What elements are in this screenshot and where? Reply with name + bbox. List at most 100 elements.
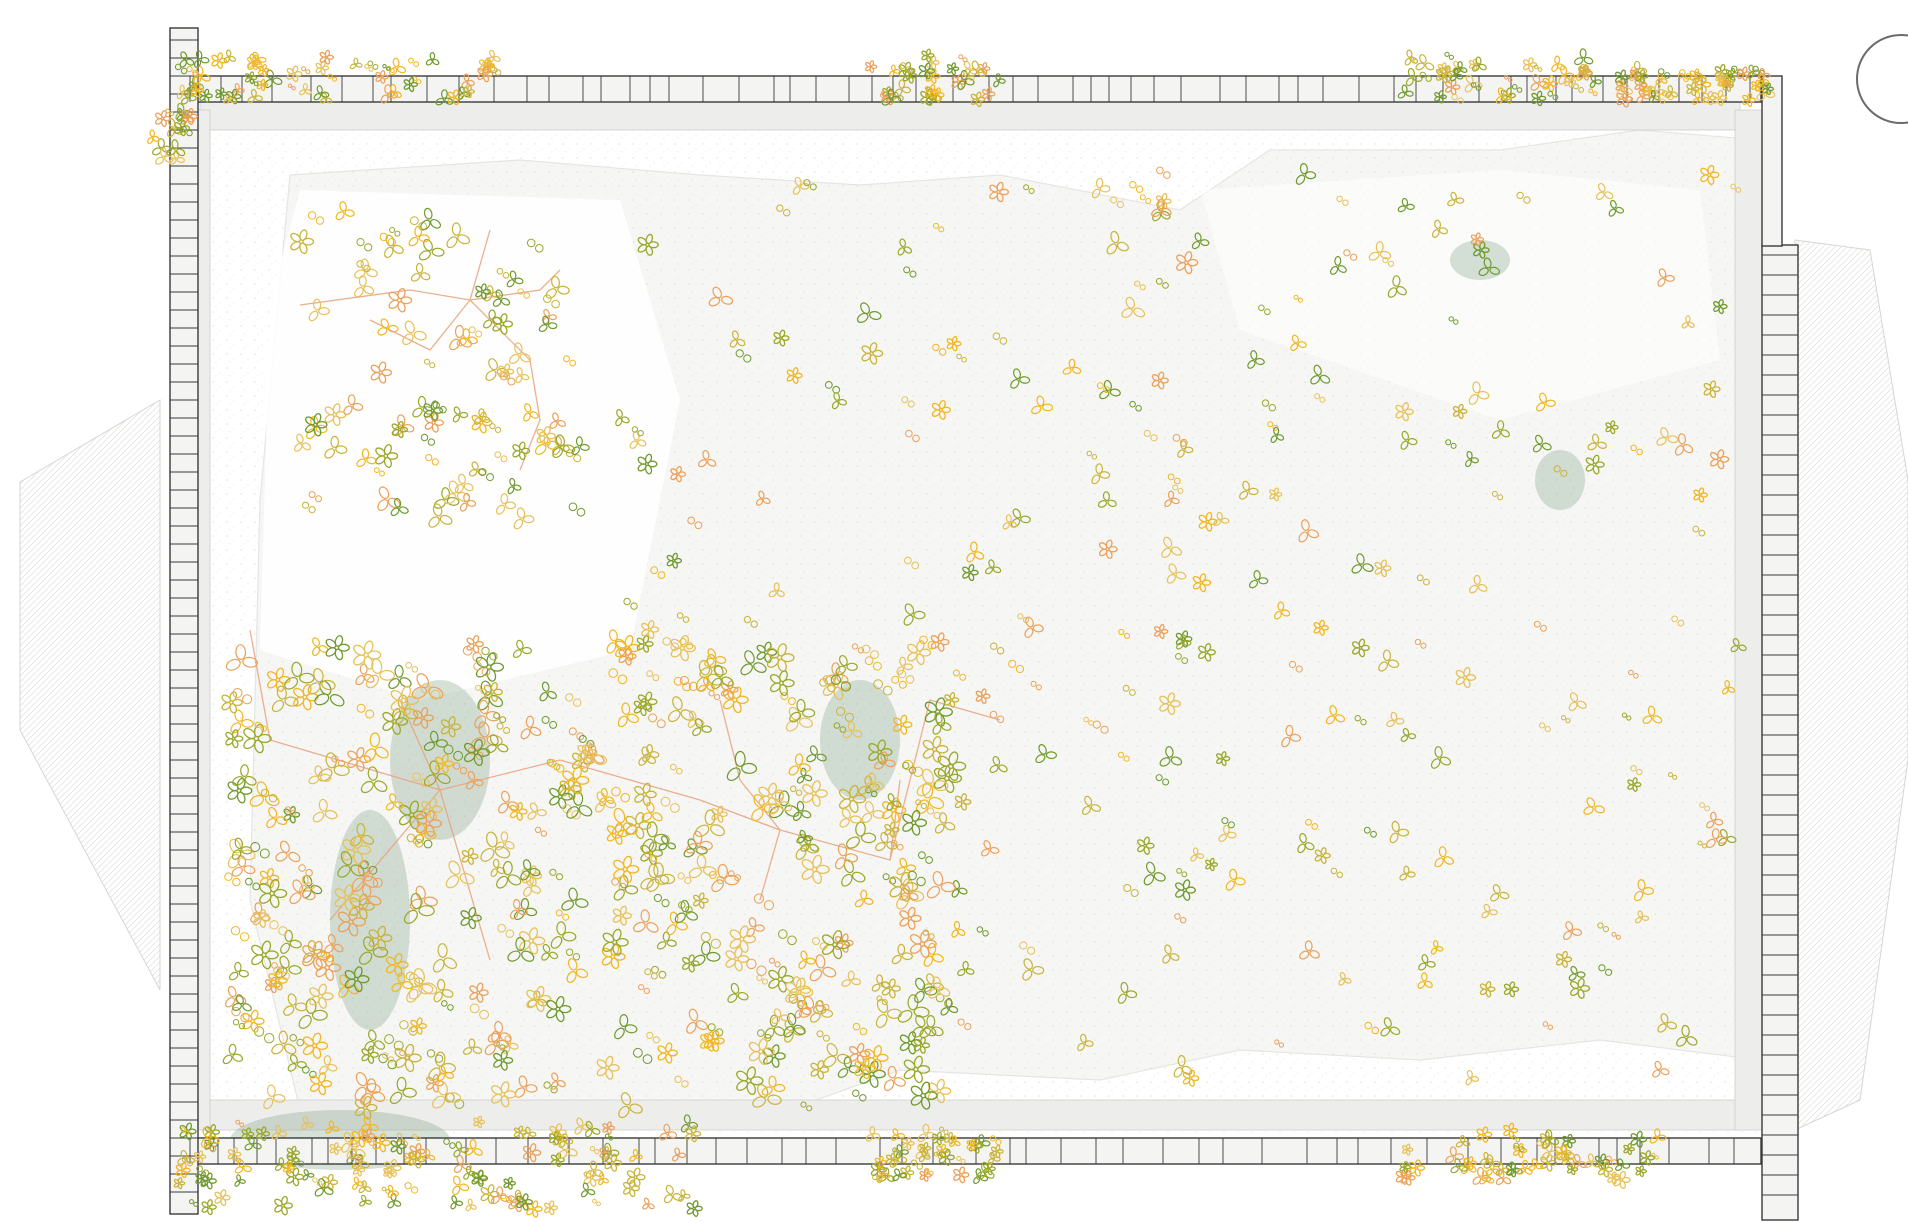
leaf-cluster-icon bbox=[1297, 832, 1315, 854]
flower-icon bbox=[460, 906, 482, 930]
seedling-icon bbox=[927, 807, 941, 820]
flower-icon bbox=[1216, 751, 1231, 767]
leaf-cluster-icon bbox=[1225, 868, 1246, 891]
flower-icon bbox=[221, 691, 243, 714]
leaf-cluster-icon bbox=[919, 1015, 944, 1039]
leaf-cluster-icon bbox=[658, 835, 677, 851]
flower-icon bbox=[670, 635, 696, 662]
ruin-elevation-right bbox=[1794, 239, 1908, 1131]
leaf-cluster-icon bbox=[222, 1043, 244, 1065]
leaf-cluster-icon bbox=[891, 943, 913, 965]
leaf-cluster-icon bbox=[314, 680, 345, 707]
leaf-cluster-icon bbox=[509, 342, 531, 365]
flower-icon bbox=[725, 946, 750, 972]
seedling-icon bbox=[1553, 465, 1568, 477]
seedling-icon bbox=[915, 799, 928, 810]
leaf-cluster-icon bbox=[480, 831, 511, 862]
leaf-cluster-icon bbox=[1491, 420, 1510, 439]
flower-icon bbox=[637, 691, 658, 713]
flower-icon bbox=[309, 1072, 333, 1096]
flower-icon bbox=[933, 763, 963, 794]
flower-icon bbox=[325, 635, 350, 661]
seedling-icon bbox=[903, 266, 917, 278]
seedling-icon bbox=[932, 343, 947, 356]
flower-icon bbox=[711, 805, 728, 823]
leaf-cluster-icon bbox=[883, 1065, 906, 1092]
leaf-cluster-icon bbox=[365, 658, 395, 689]
flower-icon bbox=[483, 681, 503, 702]
leaf-cluster-icon bbox=[512, 639, 532, 659]
leaf-cluster-icon bbox=[1239, 480, 1259, 500]
leaf-cluster-icon bbox=[642, 744, 660, 763]
flower-icon bbox=[1137, 836, 1155, 855]
leaf-cluster-icon bbox=[1378, 649, 1400, 672]
seedling-icon bbox=[644, 851, 658, 862]
seedling-icon bbox=[541, 715, 558, 729]
leaf-cluster-icon bbox=[1465, 1069, 1480, 1086]
seedling-icon bbox=[819, 678, 836, 693]
seedling-icon bbox=[905, 429, 920, 443]
leaf-cluster-icon bbox=[271, 685, 299, 713]
flower-icon bbox=[388, 288, 413, 313]
seedling-icon bbox=[768, 957, 781, 968]
leaf-cluster-icon bbox=[694, 809, 725, 838]
leaf-cluster-icon bbox=[264, 69, 283, 89]
leaf-cluster-icon bbox=[1218, 824, 1237, 842]
leaf-cluster-icon bbox=[1295, 163, 1317, 185]
ground-texture bbox=[180, 100, 1761, 1140]
seedling-icon bbox=[1533, 620, 1547, 632]
seedling-icon bbox=[776, 204, 791, 217]
leaf-cluster-icon bbox=[692, 941, 721, 966]
leaf-cluster-icon bbox=[1081, 795, 1102, 816]
seedling-icon bbox=[1118, 628, 1131, 639]
leaf-cluster-icon bbox=[1536, 392, 1556, 412]
leaf-cluster-icon bbox=[294, 433, 312, 452]
flower-icon bbox=[259, 878, 288, 909]
seedling-icon bbox=[904, 556, 920, 570]
leaf-cluster-icon bbox=[698, 676, 716, 693]
leaf-cluster-icon bbox=[1022, 958, 1045, 981]
seedling-icon bbox=[1354, 715, 1367, 726]
flower-icon bbox=[1585, 454, 1605, 475]
flower-icon bbox=[953, 1166, 970, 1184]
seedling-icon bbox=[382, 1052, 395, 1063]
leaf-cluster-icon bbox=[1681, 315, 1695, 329]
leaf-cluster-icon bbox=[552, 434, 576, 459]
flower-icon bbox=[1205, 857, 1219, 872]
seedling-icon bbox=[674, 1075, 689, 1088]
seedling-icon bbox=[250, 842, 270, 859]
leaf-cluster-icon bbox=[842, 720, 863, 739]
flower-icon bbox=[930, 632, 950, 652]
leaf-cluster-icon bbox=[389, 1076, 417, 1105]
leaf-cluster-icon bbox=[874, 751, 896, 770]
seedling-icon bbox=[1172, 484, 1184, 494]
leaf-cluster-icon bbox=[343, 394, 364, 416]
flower-icon bbox=[736, 1066, 764, 1095]
leaf-cluster-icon bbox=[1191, 232, 1210, 250]
leaf-cluster-icon bbox=[1368, 241, 1392, 261]
leaf-cluster-icon bbox=[656, 931, 677, 950]
leaf-cluster-icon bbox=[1608, 199, 1625, 217]
seedling-icon bbox=[298, 864, 313, 877]
leaf-cluster-icon bbox=[1190, 847, 1205, 862]
flower-icon bbox=[865, 60, 878, 74]
leaf-cluster-icon bbox=[1705, 828, 1727, 849]
leaf-cluster-icon bbox=[755, 490, 771, 506]
leaf-cluster-icon bbox=[1161, 536, 1183, 558]
seedling-icon bbox=[493, 712, 507, 724]
flower-icon bbox=[361, 1045, 379, 1064]
leaf-cluster-icon bbox=[1002, 514, 1018, 530]
seedling-icon bbox=[1110, 196, 1125, 209]
seedling-icon bbox=[287, 83, 296, 91]
seedling-icon bbox=[611, 786, 631, 803]
leaf-cluster-icon bbox=[903, 603, 926, 626]
leaf-cluster-icon bbox=[764, 1014, 786, 1039]
leaf-cluster-icon bbox=[1676, 1024, 1698, 1047]
leaf-cluster-icon bbox=[835, 655, 858, 676]
leaf-cluster-icon bbox=[223, 92, 237, 104]
flower-icon bbox=[440, 716, 462, 738]
seedling-icon bbox=[976, 926, 989, 937]
leaf-cluster-icon bbox=[1386, 711, 1405, 728]
seedling-icon bbox=[1668, 772, 1678, 780]
leaf-cluster-icon bbox=[266, 806, 288, 829]
